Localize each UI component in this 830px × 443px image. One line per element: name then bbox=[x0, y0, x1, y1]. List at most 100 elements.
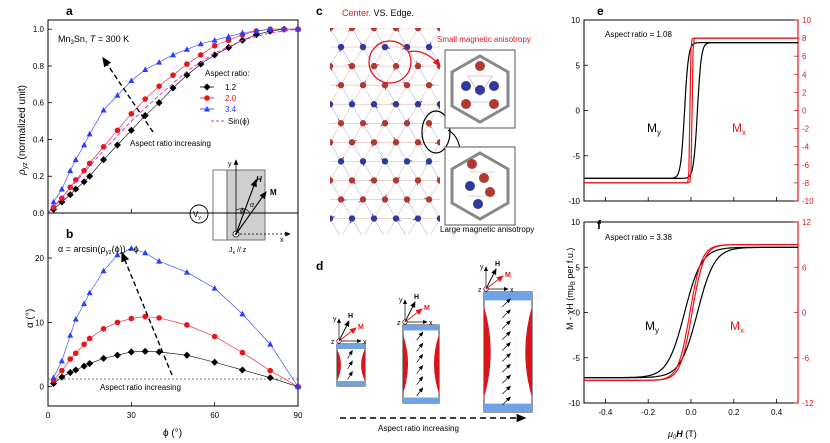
domain-left-red bbox=[403, 334, 409, 394]
domain-right-red bbox=[433, 334, 439, 394]
panel-a-point-3.4 bbox=[197, 40, 204, 47]
atom-spin bbox=[439, 66, 440, 67]
ytick-right-label: 8 bbox=[802, 34, 807, 43]
lattice-line bbox=[330, 28, 419, 182]
atom-spin bbox=[340, 156, 345, 162]
axis-label-y: y bbox=[333, 316, 337, 323]
panel-e-My-label: My bbox=[647, 121, 661, 137]
panel-b-xtick-label: 0 bbox=[46, 411, 51, 420]
xtick-label: -0.4 bbox=[599, 408, 613, 417]
inset-alpha-label: α bbox=[250, 202, 255, 209]
panel-b-point-2.0 bbox=[81, 341, 87, 348]
domain-moment-arrow bbox=[416, 387, 424, 397]
atom-spin bbox=[414, 28, 418, 29]
domain-left-red bbox=[337, 349, 341, 381]
panel-b-point-1.2 bbox=[211, 358, 219, 366]
legend-label-1-2: 1.2 bbox=[225, 83, 237, 92]
atom-spin bbox=[371, 213, 375, 219]
panel-b-point-2.0 bbox=[114, 319, 121, 326]
panel-b-point-3.4 bbox=[50, 374, 57, 381]
panel-b-point-1.2 bbox=[86, 360, 94, 368]
panel-label-c: c bbox=[316, 4, 323, 18]
ytick-left-label: 0 bbox=[576, 107, 581, 116]
panel-b-point-2.0 bbox=[100, 326, 107, 332]
panel-b-point-3.4 bbox=[128, 245, 135, 251]
panel-b-point-3.4 bbox=[267, 341, 274, 347]
panel-a-point-1.2 bbox=[155, 99, 163, 107]
atom bbox=[436, 215, 440, 222]
atom bbox=[348, 28, 356, 32]
panel-b-ytick-label: 10 bbox=[35, 318, 44, 327]
legend-label-sin: Sin(ϕ) bbox=[228, 117, 250, 126]
panel-b-xtick-label: 60 bbox=[210, 411, 219, 420]
panel-b-xtick-label: 30 bbox=[127, 411, 136, 420]
atom bbox=[330, 101, 334, 108]
panel-c-title: Center. VS. Edge. bbox=[342, 8, 414, 18]
lattice-line bbox=[506, 28, 625, 235]
panel-a-point-3.4 bbox=[142, 66, 149, 73]
zoom-hexagon-edge bbox=[450, 151, 510, 221]
panel-a-point-1.2 bbox=[100, 156, 108, 164]
atom bbox=[370, 28, 378, 32]
atom-spin bbox=[435, 141, 440, 144]
panel-a-point-2.0 bbox=[211, 42, 218, 49]
atom-spin bbox=[394, 137, 397, 143]
inset-electrode bbox=[212, 169, 228, 241]
panel-b-xlabel: ϕ (°) bbox=[163, 428, 182, 439]
atom-spin bbox=[440, 25, 444, 28]
ytick-right-label: -10 bbox=[802, 197, 814, 206]
domain-bottom-blue bbox=[337, 381, 365, 386]
panel-b-point-3.4 bbox=[100, 267, 107, 274]
panel-b-point-1.2 bbox=[72, 366, 80, 374]
panel-b-point-1.2 bbox=[238, 366, 246, 374]
panel-b-point-3.4 bbox=[72, 315, 79, 322]
panel-a-ytick-label: 0.6 bbox=[33, 99, 45, 108]
hysteresis-Mx-down bbox=[584, 244, 798, 381]
panel-b-point-3.4 bbox=[156, 258, 163, 264]
panel-label-f: f bbox=[597, 218, 602, 232]
panel-b-point-2.0 bbox=[59, 367, 65, 374]
atom bbox=[425, 81, 433, 89]
panel-e-series bbox=[584, 37, 798, 184]
ytick-right-label: 6 bbox=[802, 263, 807, 272]
legend-label-3-4: 3.4 bbox=[225, 105, 237, 114]
panel-a-arrow-label: Aspect ratio increasing bbox=[130, 139, 211, 148]
lattice-line bbox=[616, 28, 735, 235]
atom-spin bbox=[393, 65, 397, 71]
lattice-line bbox=[330, 28, 353, 67]
panel-a-point-2.0 bbox=[184, 61, 190, 67]
atom bbox=[348, 101, 356, 108]
panel-e-Mx-label: Mx bbox=[732, 121, 746, 137]
axis-label-M: M bbox=[424, 305, 430, 312]
inset-phi-label: ϕ bbox=[240, 208, 244, 215]
domain-moment-arrow bbox=[501, 352, 511, 362]
panel-c-lattice bbox=[330, 25, 735, 235]
panel-a-trend-arrow bbox=[102, 56, 154, 133]
panel-a-point-3.4 bbox=[58, 185, 65, 192]
axis-label-H: H bbox=[348, 313, 353, 320]
atom-spin bbox=[406, 118, 409, 124]
atom-spin bbox=[371, 142, 375, 148]
panel-a-point-2.0 bbox=[59, 195, 65, 202]
atom-spin bbox=[428, 123, 432, 128]
axis-label-x: x bbox=[510, 287, 514, 294]
ytick-right-label: 0 bbox=[802, 309, 807, 318]
panel-a: 0.00.20.40.60.81.0 Mn3Sn, T = 300 K Aspe… bbox=[17, 19, 302, 256]
inset-vy: Vy bbox=[193, 210, 201, 221]
ytick-right-label: 6 bbox=[802, 52, 807, 61]
atom bbox=[436, 28, 440, 32]
atom bbox=[330, 28, 334, 32]
atom-spin bbox=[438, 104, 440, 110]
inset-M-label: M bbox=[270, 188, 277, 197]
atom-spin bbox=[436, 176, 440, 181]
axis-label-H: H bbox=[495, 261, 500, 268]
hysteresis-Mx-up bbox=[584, 37, 798, 184]
domain-frame bbox=[483, 291, 533, 413]
panel-b-point-2.0 bbox=[72, 350, 79, 357]
atom-spin bbox=[395, 176, 401, 181]
lattice-line bbox=[572, 28, 691, 235]
panel-b-point-3.4 bbox=[239, 310, 246, 317]
atom-spin bbox=[395, 28, 400, 33]
center-highlight-circle bbox=[368, 40, 412, 84]
panel-a-point-3.4 bbox=[253, 27, 260, 34]
